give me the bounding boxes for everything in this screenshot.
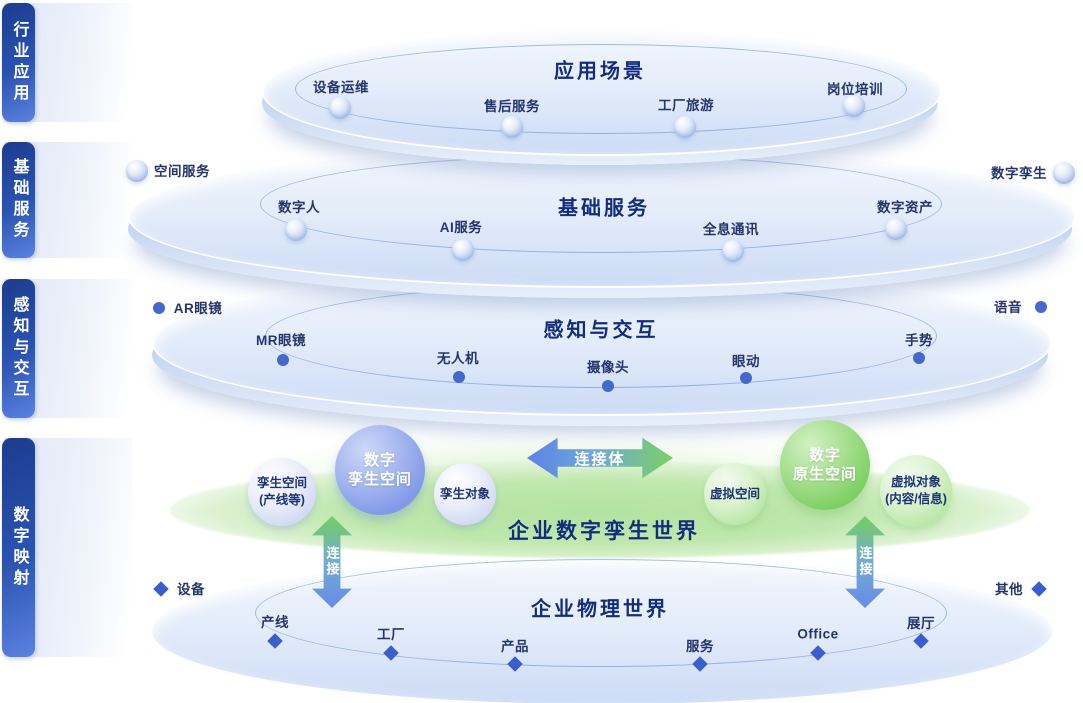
link-arrow-label: 连接	[324, 546, 340, 578]
node-twin-space-sub: 孪生空间 (产线等)	[248, 458, 316, 526]
dot-marker	[1035, 301, 1047, 313]
sphere-marker	[674, 116, 696, 138]
link-arrow-label: 连接	[857, 546, 873, 578]
item-label: 全息通讯	[703, 222, 759, 237]
sidebar-row-services: 基础服务	[0, 142, 140, 258]
sphere-marker	[452, 239, 474, 261]
sphere-marker	[126, 160, 148, 182]
item-label: 设备运维	[313, 80, 369, 95]
sidebar-row-industry: 行业应用	[0, 3, 140, 122]
link-arrow-right: 连接	[845, 516, 885, 608]
item-label: Office	[797, 626, 839, 642]
item-label: 岗位培训	[827, 82, 883, 97]
item-label: 售后服务	[484, 99, 540, 114]
item-label: 工厂	[377, 627, 405, 642]
sphere-marker	[843, 95, 865, 117]
item-label: MR眼镜	[256, 333, 306, 348]
item-label: 语音	[994, 300, 1022, 315]
sidebar-item-digital-mapping: 数字映射	[2, 438, 35, 657]
node-label-line: 虚拟对象	[890, 475, 941, 490]
node-digital-twin-space: 数字 孪生空间	[335, 425, 425, 515]
dot-marker	[453, 371, 465, 383]
sidebar-row-mapping: 数字映射	[0, 438, 140, 657]
node-twin-object: 孪生对象	[434, 463, 496, 525]
item-label: 其他	[995, 582, 1023, 597]
item-label: 手势	[905, 333, 933, 348]
sphere-marker	[722, 240, 744, 262]
link-arrow-left: 连接	[312, 516, 352, 608]
sidebar-row-perception: 感知与交互	[0, 279, 140, 418]
node-label-line: 数字	[363, 451, 396, 469]
item-label: 眼动	[732, 354, 760, 369]
sidebar-item-industry-apps: 行业应用	[2, 3, 35, 122]
sidebar-item-perception-interaction: 感知与交互	[2, 279, 35, 418]
node-label-line: 孪生对象	[439, 486, 490, 501]
item-label: 产线	[261, 615, 289, 630]
node-label-line: 孪生空间	[256, 476, 307, 491]
node-virtual-object: 虚拟对象 (内容/信息)	[880, 455, 952, 527]
sphere-marker	[285, 219, 307, 241]
disc-ring	[295, 44, 907, 134]
item-label: 摄像头	[587, 360, 629, 375]
node-label-line: 原生空间	[792, 466, 857, 483]
dot-marker	[153, 302, 165, 314]
layer-title: 企业物理世界	[531, 598, 669, 621]
sphere-marker	[501, 116, 523, 138]
dot-marker	[740, 372, 752, 384]
item-label: AI服务	[439, 220, 483, 235]
connector-label: 连接体	[574, 450, 626, 468]
item-label: 数字人	[278, 200, 320, 215]
dot-marker	[277, 354, 289, 366]
node-label-line: 虚拟空间	[709, 486, 760, 501]
node-label-line: 数字	[808, 446, 841, 464]
dot-marker	[913, 352, 925, 364]
disc-ring	[255, 559, 947, 667]
item-label: 产品	[501, 639, 529, 654]
item-label: 数字资产	[877, 200, 933, 215]
node-label-line: (内容/信息)	[885, 492, 947, 506]
dot-marker	[602, 380, 614, 392]
sidebar-item-label: 行业应用	[10, 20, 28, 105]
sidebar-item-label: 数字映射	[10, 505, 28, 590]
item-label: 展厅	[907, 616, 935, 631]
layer-title: 应用场景	[554, 60, 646, 83]
item-label: 空间服务	[154, 164, 210, 179]
item-label: 工厂旅游	[658, 98, 714, 113]
item-label: 无人机	[437, 351, 479, 366]
sphere-marker	[885, 218, 907, 240]
sidebar-item-basic-services: 基础服务	[2, 142, 35, 258]
node-label-line: 孪生空间	[347, 471, 412, 488]
sidebar-item-label: 基础服务	[10, 158, 28, 242]
layer-title: 感知与交互	[543, 319, 659, 342]
node-virtual-space: 虚拟空间	[704, 463, 766, 525]
layer-title: 企业数字孪生世界	[508, 520, 700, 543]
item-label: 服务	[686, 639, 714, 654]
node-label-line: (产线等)	[259, 493, 305, 507]
item-label: 数字孪生	[991, 166, 1047, 181]
sphere-marker	[1053, 162, 1075, 184]
sphere-marker	[329, 97, 351, 119]
sidebar-item-label: 感知与交互	[10, 296, 28, 401]
item-label: AR眼镜	[173, 301, 223, 316]
node-digital-native-space: 数字 原生空间	[780, 420, 870, 510]
item-label: 设备	[177, 582, 205, 597]
layer-title: 基础服务	[558, 197, 650, 220]
